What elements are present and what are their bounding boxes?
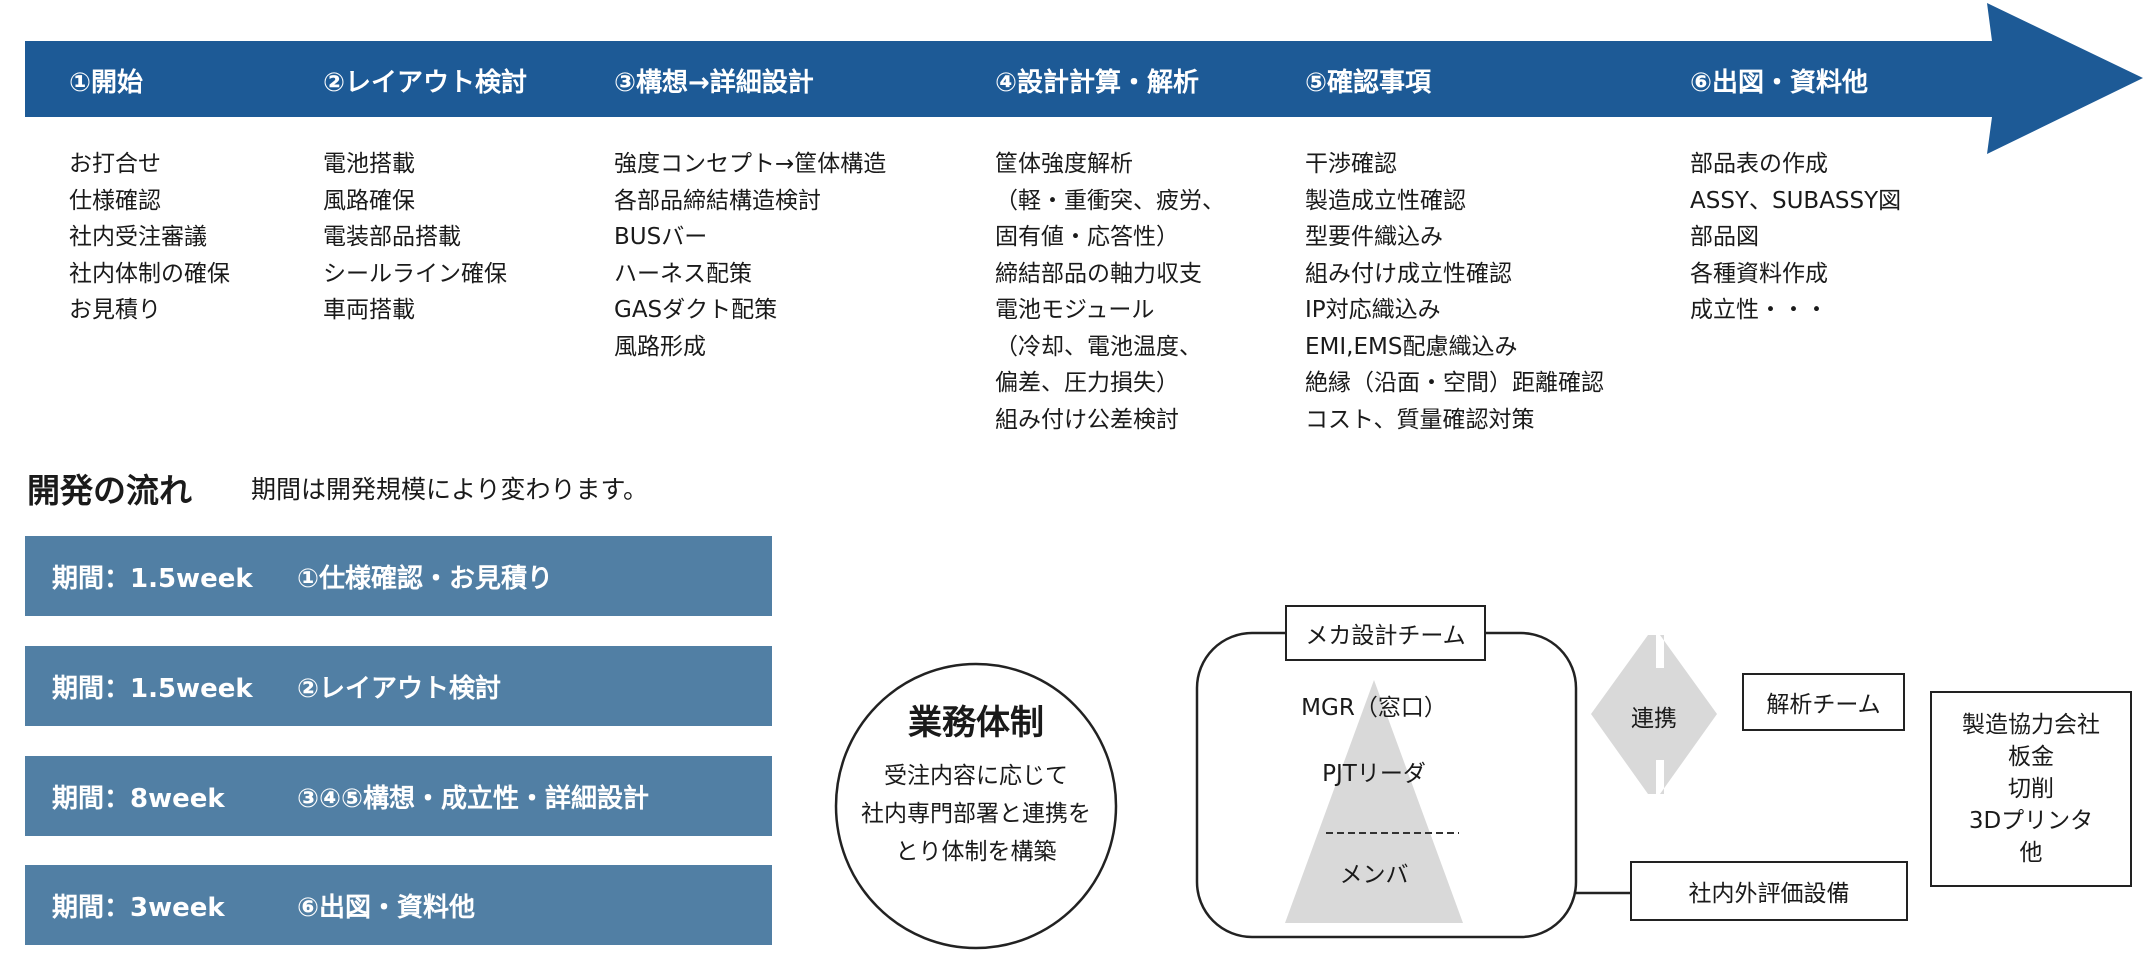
phase-item: 強度コンセプト→筐体構造 — [614, 151, 887, 177]
step-label: ②レイアウト検討 — [297, 674, 502, 704]
phase-item: 筐体強度解析 — [995, 151, 1133, 177]
step-3: 期間：8week ③④⑤構想・成立性・詳細設計 — [25, 756, 772, 836]
step-label: ⑥出図・資料他 — [297, 893, 476, 923]
phase-item: 電池搭載 — [323, 151, 415, 177]
phase-item: 電装部品搭載 — [323, 224, 461, 250]
step-1: 期間：1.5week ①仕様確認・お見積り — [25, 536, 772, 616]
phase-item: 風路確保 — [323, 187, 415, 214]
phase-title-6: ⑥出図・資料他 — [1690, 68, 1869, 98]
phase-title-4: ④設計計算・解析 — [995, 68, 1200, 98]
analysis-team-box: 解析チーム — [1742, 673, 1905, 731]
phase-item: 固有値・応答性） — [995, 224, 1179, 250]
phase-list-4: 筐体強度解析 （軽・重衝突、疲労、固有値・応答性） 締結部品の軸力収支電池モジュール… — [995, 146, 1225, 438]
role-leader: PJTリーダ — [1322, 761, 1426, 787]
link-double-arrow — [1591, 635, 1717, 794]
partner-item: 板金 — [2008, 744, 2054, 770]
role-mgr: MGR（窓口） — [1301, 695, 1447, 721]
partners-box: 製造協力会社 板金 切削 3Dプリンタ 他 — [1930, 691, 2132, 887]
phase-item: シールライン確保 — [323, 260, 507, 287]
phase-item: お打合せ — [69, 151, 161, 177]
phase-item: ASSY、SUBASSY図 — [1690, 187, 1902, 214]
flow-title: 開発の流れ — [27, 471, 192, 510]
phase-item: （冷却、電池温度、 — [995, 333, 1202, 360]
step-period: 期間：1.5week — [52, 564, 253, 594]
phase-item: 部品表の作成 — [1690, 151, 1828, 177]
phase-list-1: お打合せ仕様確認社内受注審議社内体制の確保お見積り — [69, 146, 230, 329]
phase-item: 成立性・・・ — [1690, 297, 1828, 323]
phase-item: 締結部品の軸力収支 — [995, 260, 1202, 287]
org-desc-line: とり体制を構築 — [895, 839, 1057, 865]
partner-item: 3Dプリンタ — [1968, 808, 2094, 834]
mech-team-label: メカ設計チーム — [1285, 605, 1486, 661]
phase-title-5: ⑤確認事項 — [1305, 68, 1432, 98]
phase-item: 型要件織込み — [1305, 224, 1443, 250]
phase-title-3: ③構想→詳細設計 — [614, 68, 814, 98]
partner-item: 他 — [2019, 840, 2043, 866]
phase-list-3: 強度コンセプト→筐体構造各部品締結構造検討 BUSバーハーネス配策 GASダクト配策… — [614, 146, 886, 365]
step-4: 期間：3week ⑥出図・資料他 — [25, 865, 772, 945]
phase-item: EMI,EMS配慮織込み — [1305, 333, 1518, 360]
link-label: 連携 — [1631, 706, 1677, 732]
phase-item: 組み付け公差検討 — [995, 406, 1179, 433]
flow-subtitle: 期間は開発規模により変わります。 — [251, 475, 649, 504]
phase-item: 仕様確認 — [69, 187, 161, 214]
phase-item: お見積り — [69, 297, 161, 323]
phase-title-1: ①開始 — [69, 68, 144, 98]
phase-item: 車両搭載 — [323, 297, 415, 323]
step-period: 期間：8week — [52, 784, 225, 814]
phase-item: コスト、質量確認対策 — [1305, 406, 1535, 433]
phase-item: 部品図 — [1690, 224, 1759, 250]
partner-item: 製造協力会社 — [1962, 712, 2100, 738]
facility-box: 社内外評価設備 — [1630, 861, 1908, 921]
phase-item: GASダクト配策 — [614, 297, 778, 323]
phase-item: 電池モジュール — [995, 297, 1155, 323]
org-description: 受注内容に応じて 社内専門部署と連携を とり体制を構築 — [836, 757, 1116, 871]
phase-item: 製造成立性確認 — [1305, 187, 1466, 214]
step-2: 期間：1.5week ②レイアウト検討 — [25, 646, 772, 726]
step-period: 期間：3week — [52, 893, 225, 923]
role-member: メンバ — [1339, 862, 1409, 888]
phase-item: 干渉確認 — [1305, 151, 1397, 177]
org-circle — [834, 662, 1118, 950]
phase-item: 社内体制の確保 — [69, 260, 230, 287]
phase-item: 各部品締結構造検討 — [614, 187, 821, 214]
phase-item: 社内受注審議 — [69, 224, 207, 250]
process-arrow — [25, 3, 2143, 154]
org-desc-line: 社内専門部署と連携を — [861, 801, 1091, 827]
phase-item: 各種資料作成 — [1690, 260, 1828, 287]
phase-item: 風路形成 — [614, 333, 706, 360]
phase-item: 組み付け成立性確認 — [1305, 260, 1512, 287]
phase-list-6: 部品表の作成 ASSY、SUBASSY図部品図各種資料作成成立性・・・ — [1690, 146, 1901, 329]
phase-item: BUSバー — [614, 224, 708, 250]
phase-item: 偏差、圧力損失） — [995, 370, 1179, 396]
step-period: 期間：1.5week — [52, 674, 253, 704]
phase-list-5: 干渉確認製造成立性確認型要件織込み組み付け成立性確認 IP対応織込み EMI,EMS… — [1305, 146, 1604, 438]
phase-item: IP対応織込み — [1305, 297, 1441, 323]
hierarchy-triangle — [1285, 680, 1463, 923]
step-label: ③④⑤構想・成立性・詳細設計 — [297, 784, 650, 814]
step-label: ①仕様確認・お見積り — [297, 564, 554, 594]
phase-item: 絶縁（沿面・空間）距離確認 — [1305, 370, 1604, 396]
phase-item: （軽・重衝突、疲労、 — [995, 187, 1225, 214]
phase-list-2: 電池搭載風路確保電装部品搭載シールライン確保車両搭載 — [323, 146, 507, 329]
org-desc-line: 受注内容に応じて — [884, 763, 1068, 789]
phase-item: ハーネス配策 — [614, 260, 752, 287]
org-title: 業務体制 — [908, 703, 1044, 743]
partner-item: 切削 — [2008, 776, 2054, 802]
phase-title-2: ②レイアウト検討 — [323, 68, 528, 98]
